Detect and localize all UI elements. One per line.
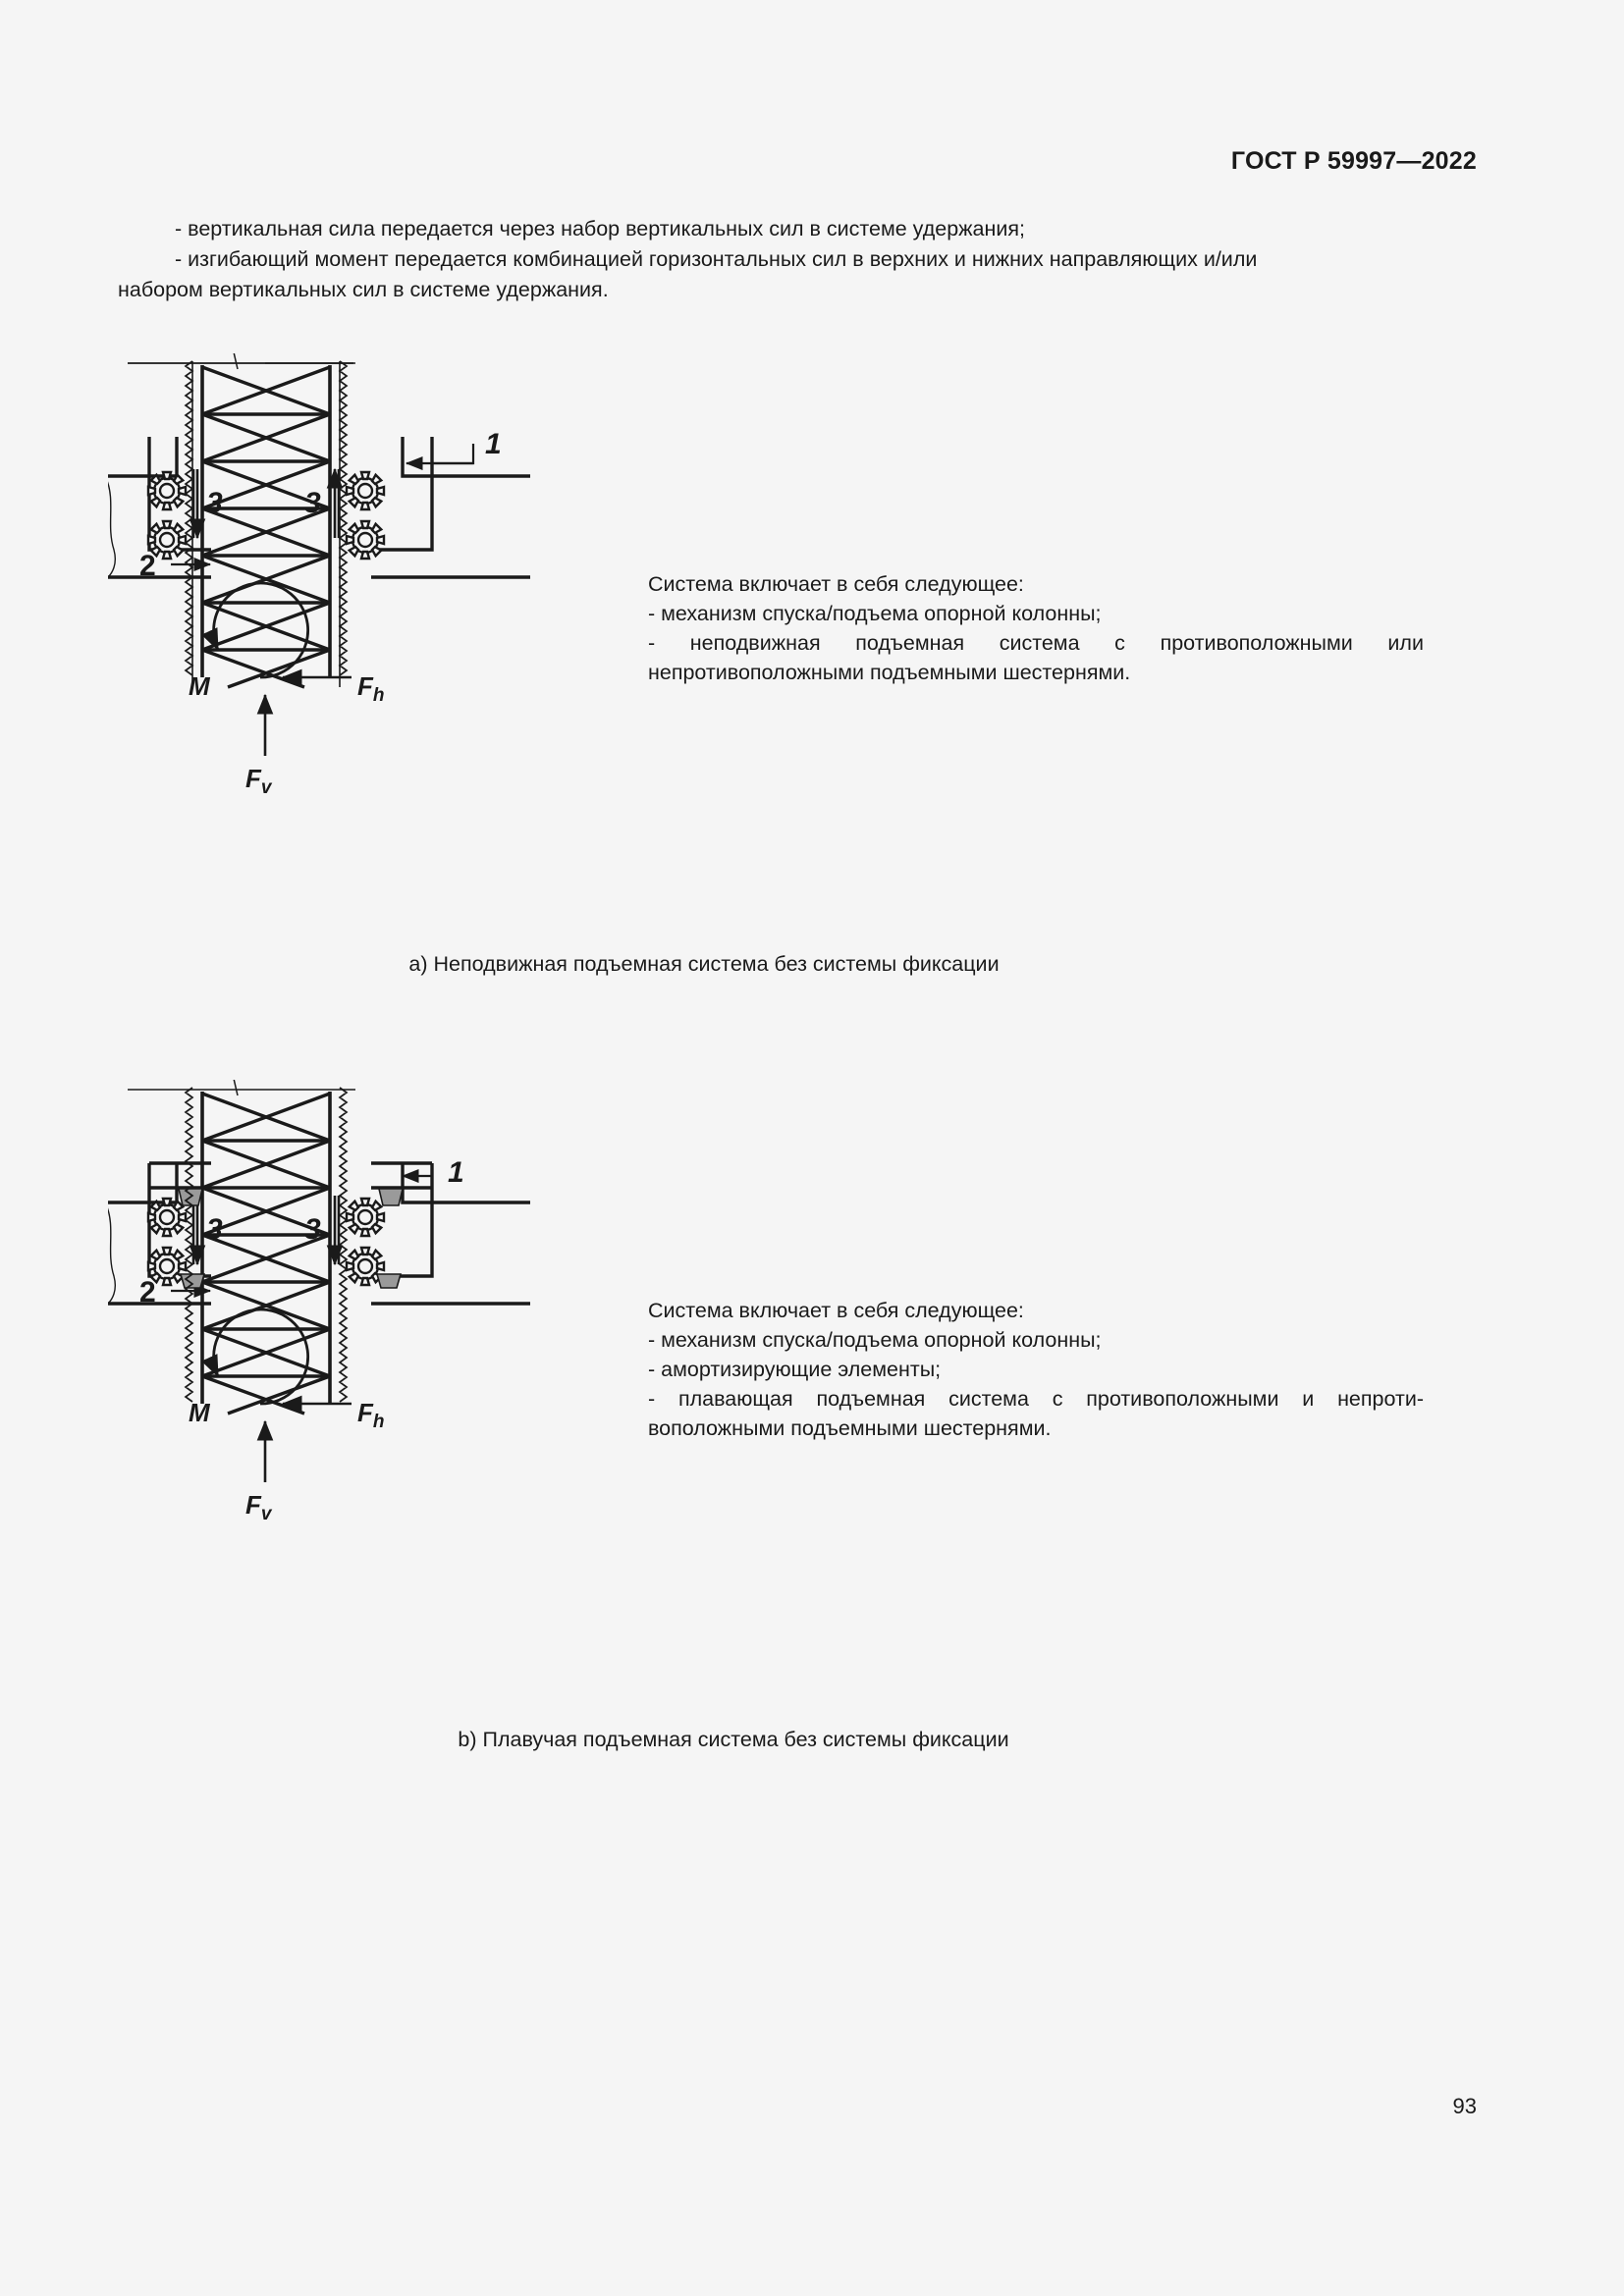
force-label-vertical: Fv <box>245 764 273 798</box>
note-item: - плавающая подъемная система с противоп… <box>648 1387 1424 1440</box>
note-item: - механизм спуска/подъема опорной колонн… <box>648 602 1102 625</box>
force-label-moment: M <box>189 1398 211 1427</box>
pinion-direction-arrow-left <box>189 1196 206 1266</box>
pinion-direction-arrow-left <box>189 469 206 540</box>
force-moment-arc <box>201 1308 310 1406</box>
figure-b-drawing: 1 2 3 3 M Fh Fv <box>108 1080 530 1524</box>
pinion-gear-group-right <box>345 470 386 561</box>
note-item: - амортизирующие элементы; <box>648 1358 942 1381</box>
leg-bracing <box>201 365 331 689</box>
shock-absorber <box>179 1273 206 1289</box>
pinion-gear-group-right <box>345 1197 386 1287</box>
note-heading: Система включает в себя следующее: <box>648 1299 1024 1322</box>
pinion-gear-group-left <box>146 1197 188 1287</box>
pinion-label-right-3: 3 <box>304 487 321 519</box>
pinion-gear <box>146 519 188 561</box>
callout-label-2: 2 <box>139 1276 156 1308</box>
force-label-horizontal: Fh <box>357 671 385 706</box>
note-item: - механизм спуска/подъема опорной колонн… <box>648 1328 1102 1352</box>
rack-serration-left <box>184 1087 194 1403</box>
callout-label-1: 1 <box>485 428 502 460</box>
page-number: 93 <box>1452 2094 1477 2118</box>
callout-label-1: 1 <box>448 1156 464 1189</box>
pinion-gear <box>345 519 386 561</box>
figure-a-drawing: 1 2 3 3 M Fh Fv <box>108 353 530 798</box>
rack-serration-right <box>338 360 349 676</box>
figure-b-note: Система включает в себя следующее: - мех… <box>648 1296 1424 1443</box>
pinion-label-left-3: 3 <box>206 487 223 519</box>
pinion-direction-arrow-right <box>326 467 344 538</box>
note-item: - неподвижная подъемная система с против… <box>648 631 1424 684</box>
shock-absorber <box>375 1273 403 1289</box>
rack-serration-right <box>338 1087 349 1403</box>
note-heading: Система включает в себя следующее: <box>648 572 1024 596</box>
pinion-label-left-3: 3 <box>206 1213 223 1246</box>
pinion-direction-arrow-right <box>326 1196 344 1266</box>
figure-a: 1 2 3 3 M Fh Fv Система включает в себя … <box>0 353 1624 1021</box>
leg-chords <box>200 365 332 677</box>
intro-paragraph: - вертикальная сила передается через наб… <box>118 214 1512 305</box>
pinion-label-right-3: 3 <box>304 1213 321 1246</box>
figure-a-caption: a) Неподвижная подъемная система без сис… <box>408 952 1000 976</box>
hull-break-edge <box>108 481 117 578</box>
intro-line-2: - изгибающий момент передается комбинаци… <box>175 247 1258 271</box>
pinion-gear <box>146 1246 188 1287</box>
intro-line-3: набором вертикальных сил в системе удерж… <box>118 278 609 301</box>
leg-bracing <box>201 1092 331 1415</box>
pinion-gear <box>146 1197 188 1238</box>
figure-a-note: Система включает в себя следующее: - мех… <box>648 569 1424 687</box>
break-symbol <box>233 353 239 370</box>
callout-label-2: 2 <box>139 550 156 582</box>
force-label-horizontal: Fh <box>357 1398 385 1432</box>
figure-b-caption: b) Плавучая подъемная система без систем… <box>458 1728 1009 1751</box>
leg-chords <box>200 1092 332 1404</box>
rack-serration-left <box>184 360 194 676</box>
pinion-gear <box>146 470 188 511</box>
force-moment-arc <box>201 581 310 679</box>
hull-break-edge <box>108 1207 117 1305</box>
break-symbol <box>233 1080 239 1096</box>
figure-b: 1 2 3 3 M Fh Fv Система включает в себя … <box>0 1080 1624 1751</box>
force-label-moment: M <box>189 671 211 701</box>
standard-header: ГОСТ Р 59997—2022 <box>1230 147 1477 175</box>
pinion-gear <box>345 1246 386 1287</box>
callout-1-leader <box>405 444 475 471</box>
pinion-gear <box>345 1197 386 1238</box>
shock-absorber <box>377 1188 405 1206</box>
force-label-vertical: Fv <box>245 1490 273 1524</box>
pinion-gear <box>345 470 386 511</box>
pinion-gear-group-left <box>146 470 188 561</box>
intro-line-1: - вертикальная сила передается через наб… <box>175 217 1026 240</box>
